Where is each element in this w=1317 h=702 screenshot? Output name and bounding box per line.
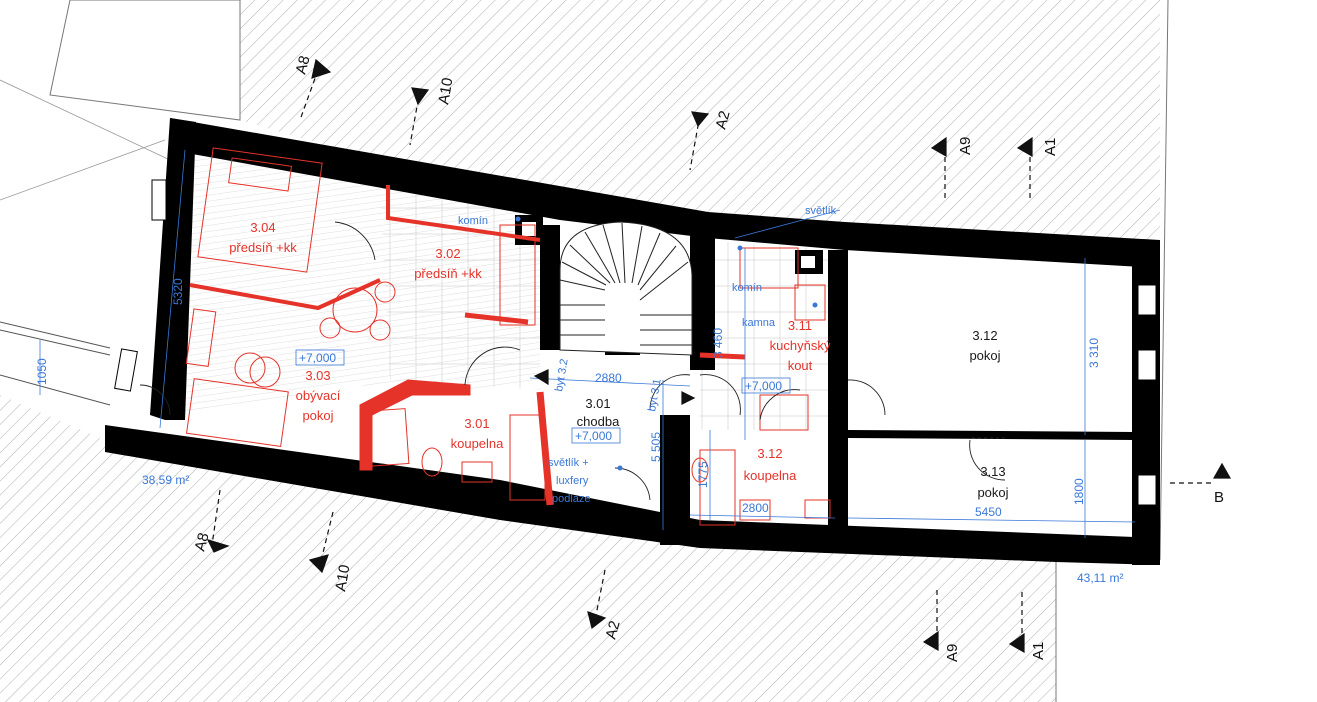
note-kamna: kamna: [742, 317, 776, 329]
section-b: B: [1214, 489, 1224, 506]
area-left: 38,59 m²: [142, 473, 189, 487]
section-a1-top: A1: [1042, 138, 1059, 156]
room-name-301-bath: koupelna: [451, 436, 505, 451]
room-name-312-room: pokoj: [969, 348, 1000, 363]
area-right: 43,11 m²: [1077, 571, 1123, 585]
room-number-312-room: 3.12: [972, 328, 997, 343]
windows: [114, 179, 1157, 506]
note-byt-31: byt 3.1: [646, 378, 664, 413]
dim-2800: 2800: [742, 501, 769, 515]
section-a9-bottom: A9: [944, 644, 961, 662]
section-a10-bottom: A10: [332, 563, 353, 592]
dim-2880: 2880: [595, 371, 622, 385]
room-number-302: 3.02: [435, 246, 460, 261]
dimension-lines: [39, 149, 1136, 538]
note-svetlik-2a: světlík +: [548, 457, 589, 469]
room-name-303a: obývací: [296, 388, 341, 403]
dim-1050: 1050: [35, 358, 49, 385]
room-number-301-hall: 3.01: [585, 396, 610, 411]
note-byt-32: byt 3.2: [553, 358, 571, 393]
section-a1-bottom: A1: [1030, 642, 1047, 660]
room-name-311a: kuchyňský: [770, 338, 831, 353]
room-number-303: 3.03: [305, 368, 330, 383]
level-311: +7,000: [745, 379, 782, 393]
furniture: [185, 147, 831, 526]
dim-3460: 3 460: [711, 328, 725, 358]
dim-3310: 3 310: [1087, 338, 1101, 368]
room-name-303b: pokoj: [302, 408, 333, 423]
note-svetlik-1: světlík: [805, 205, 837, 217]
section-a2-bottom: A2: [602, 619, 623, 641]
note-komin-1: komín: [458, 215, 488, 227]
dim-5450: 5450: [975, 505, 1002, 519]
room-number-313: 3.13: [980, 464, 1005, 479]
dim-5320: 5320: [171, 278, 185, 305]
section-a8-bottom: A8: [191, 531, 212, 553]
dim-1775: 1775: [696, 461, 710, 488]
room-number-301-bath: 3.01: [464, 416, 489, 431]
room-name-301-hall: chodba: [577, 414, 620, 429]
staircase: [559, 221, 693, 356]
dim-1800: 1800: [1072, 478, 1086, 505]
section-a9-top: A9: [957, 137, 974, 155]
walls: [105, 118, 1160, 565]
note-komin-2: komín: [732, 282, 762, 294]
note-svetlik-2b: luxfery: [556, 475, 589, 487]
doors: [139, 221, 1008, 501]
level-301: +7,000: [575, 429, 612, 443]
note-svetlik-2c: podlaze: [552, 493, 591, 505]
room-name-312-bath: koupelna: [744, 468, 798, 483]
balcony: [0, 79, 171, 430]
room-number-312-bath: 3.12: [757, 446, 782, 461]
room-name-313: pokoj: [977, 485, 1008, 500]
room-number-311: 3.11: [788, 318, 812, 333]
dim-5505: 5 505: [649, 432, 663, 462]
section-a8-top: A8: [292, 54, 313, 76]
room-number-304: 3.04: [250, 220, 275, 235]
room-name-302: předsíň +kk: [414, 266, 482, 281]
section-markers: [206, 58, 1232, 654]
section-a2-top: A2: [712, 109, 733, 131]
level-303: +7,000: [299, 351, 336, 365]
room-name-311b: kout: [788, 358, 813, 373]
room-name-304: předsíň +kk: [229, 240, 297, 255]
section-a10-top: A10: [435, 76, 456, 105]
